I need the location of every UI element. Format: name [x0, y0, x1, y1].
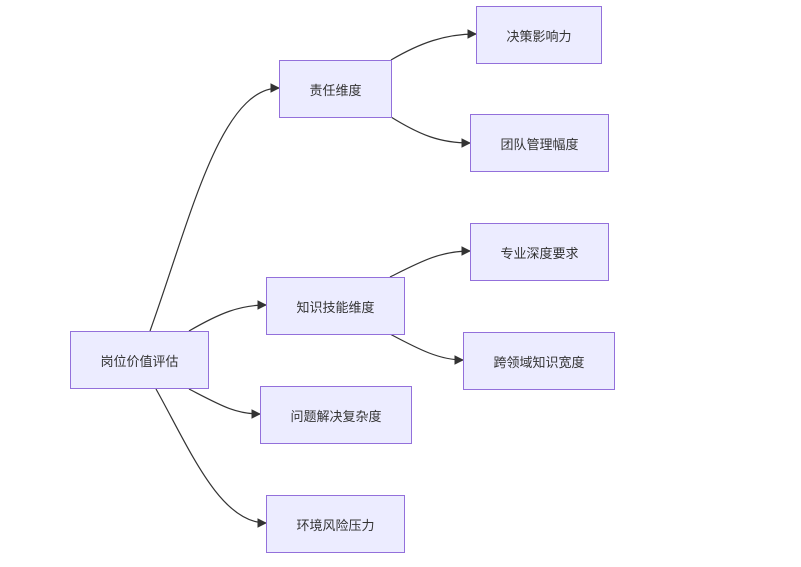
- node-cross-domain: 跨领域知识宽度: [463, 332, 615, 390]
- edge-root-knowledge: [188, 300, 267, 332]
- edge-responsibility-team: [390, 116, 471, 148]
- node-problem-complexity: 问题解决复杂度: [260, 386, 412, 444]
- node-responsibility: 责任维度: [279, 60, 392, 118]
- edge-root-problem: [188, 388, 261, 419]
- node-decision-impact: 决策影响力: [476, 6, 602, 64]
- node-knowledge-skill: 知识技能维度: [266, 277, 405, 335]
- edge-responsibility-decision: [390, 29, 477, 61]
- edge-knowledge-cross: [389, 333, 464, 365]
- edge-knowledge-expertise: [389, 246, 471, 278]
- node-root: 岗位价值评估: [70, 331, 209, 389]
- node-team-scope: 团队管理幅度: [470, 114, 609, 172]
- edge-root-environment: [155, 388, 267, 528]
- edge-root-responsibility: [149, 83, 280, 332]
- node-expertise-depth: 专业深度要求: [470, 223, 609, 281]
- node-environment-risk: 环境风险压力: [266, 495, 405, 553]
